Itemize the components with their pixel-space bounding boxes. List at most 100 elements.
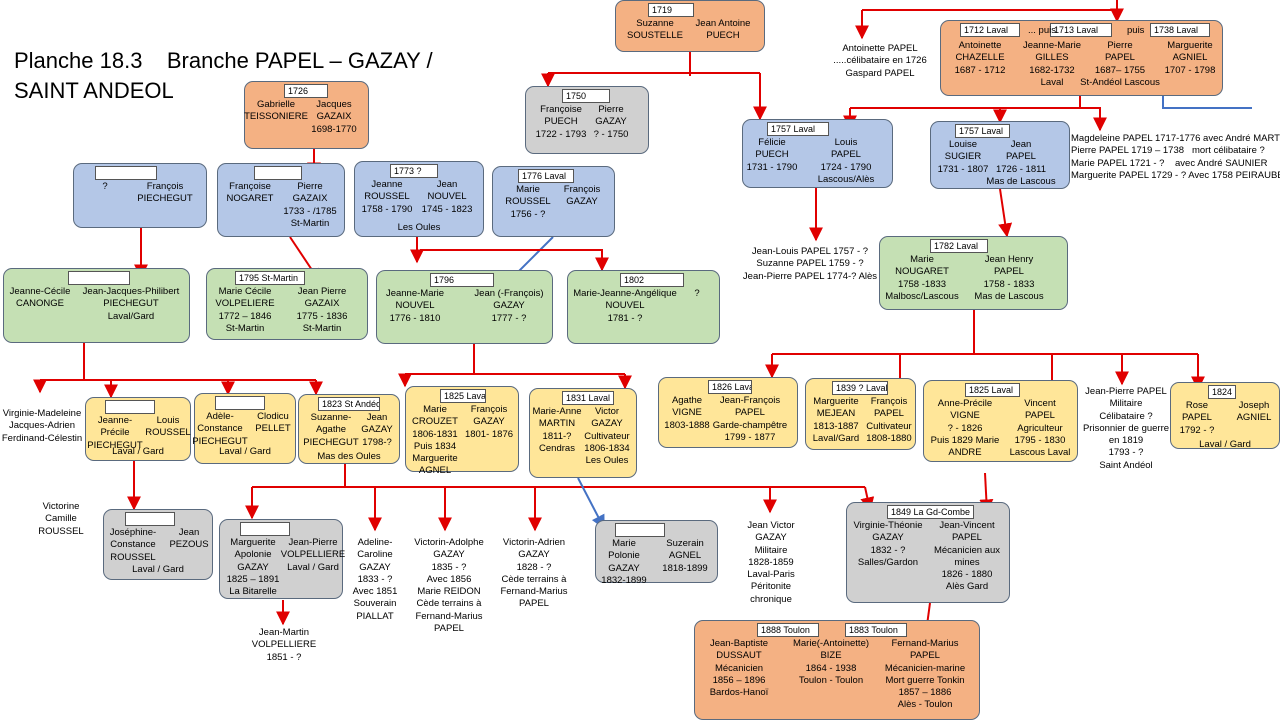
- place-label: Laval / Gard: [1199, 439, 1251, 450]
- free-text: Magdeleine PAPEL 1717-1776 avec André MA…: [1071, 133, 1280, 181]
- puis-label: puis: [1127, 25, 1145, 36]
- person-entry: Marie Polonie GAZAY 1832-1899: [601, 538, 647, 586]
- person-entry: Marie(-Antoinette) BIZE 1864 - 1938 Toul…: [792, 638, 870, 686]
- marriage-label: 1796: [430, 273, 494, 287]
- person-entry: Jean Henry PAPEL 1758 - 1833 Mas de Lasc…: [974, 254, 1044, 302]
- person-entry: François GAZAY: [563, 184, 601, 208]
- family-box: [525, 86, 649, 154]
- connector: [998, 188, 1013, 238]
- person-entry: Jeanne- Précile PIECHEGUT: [87, 415, 143, 451]
- connector: [1080, 107, 1107, 132]
- person-entry: Jean PAPEL 1726 - 1811 Mas de Lascous: [986, 139, 1056, 187]
- marriage-label: [125, 512, 175, 526]
- place-label: Mas des Oules: [317, 451, 381, 462]
- person-entry: Victor GAZAY Cultivateur 1806-1834 Les O…: [584, 406, 630, 467]
- marriage-label: 1776 Laval: [518, 169, 574, 183]
- marriage-label: 1757 Laval: [955, 124, 1010, 138]
- marriage-label: 1883 Toulon: [845, 623, 907, 637]
- place-label: Laval / Gard: [112, 446, 164, 457]
- puis-label: ... puis: [1028, 25, 1056, 36]
- marriage-label: 1802: [620, 273, 684, 287]
- person-entry: Louis PAPEL 1724 - 1790 Lascous/Alès: [817, 137, 875, 185]
- marriage-label: [105, 400, 155, 414]
- person-entry: Jean Antoine PUECH: [695, 18, 751, 42]
- free-text: Victorin-Adolphe GAZAY 1835 - ? Avec 185…: [414, 537, 484, 635]
- person-entry: Marie Cécile VOLPELIERE 1772 – 1846 St-M…: [215, 286, 275, 334]
- person-entry: Anne-Précile VIGNE ? - 1826 Puis 1829 Ma…: [930, 398, 1000, 459]
- person-entry: Pierre PAPEL 1687– 1755 St-Andéol Lascou…: [1080, 40, 1160, 88]
- person-entry: ?: [694, 288, 700, 299]
- free-text: Victorin-Adrien GAZAY 1828 - ? Cède terr…: [500, 537, 568, 610]
- free-text: Jean Victor GAZAY Militaire 1828-1859 La…: [747, 520, 795, 605]
- marriage-label: 1839 ? Laval: [832, 381, 888, 395]
- page-title: Planche 18.3 Branche PAPEL – GAZAY / SAI…: [14, 48, 433, 103]
- marriage-label: 1849 La Gd-Combe: [887, 505, 974, 519]
- person-entry: Joséphine- Constance ROUSSEL: [109, 527, 157, 563]
- person-entry: Suzanne- Agathe PIECHEGUT: [303, 412, 359, 448]
- marriage-label: 1795 St-Martin: [235, 271, 305, 285]
- marriage-label: 1826 Laval: [708, 380, 752, 394]
- person-entry: Pierre GAZAY ? - 1750: [593, 104, 629, 140]
- person-entry: Virginie-Théonie GAZAY 1832 - ? Salles/G…: [853, 520, 923, 568]
- person-entry: Marie ROUSSEL 1756 - ?: [505, 184, 551, 220]
- person-entry: Marie-Anne MARTIN 1811-? Cendras: [532, 406, 582, 454]
- free-text: Virginie-Madeleine Jacques-Adrien Ferdin…: [1, 408, 83, 444]
- person-entry: Jean-Jacques-Philibert PIECHEGUT Laval/G…: [82, 286, 180, 322]
- person-entry: Marie-Jeanne-Angélique NOUVEL 1781 - ?: [573, 288, 677, 324]
- person-entry: Marguerite Apolonie GAZAY 1825 – 1891 La…: [226, 537, 280, 598]
- person-entry: Jean Pierre GAZAIX 1775 - 1836 St-Martin: [296, 286, 348, 334]
- free-text: Antoinette PAPEL .....célibataire en 172…: [833, 43, 927, 79]
- person-entry: Jean-Vincent PAPEL Mécanicien aux mines …: [933, 520, 1000, 593]
- person-entry: Françoise PUECH 1722 - 1793: [535, 104, 587, 140]
- person-entry: Vincent PAPEL Agriculteur 1795 - 1830 La…: [1009, 398, 1071, 459]
- person-entry: Françoise NOGARET: [226, 181, 274, 205]
- free-text: Victorine Camille ROUSSEL: [38, 501, 84, 537]
- free-text: Adeline- Caroline GAZAY 1833 - ? Avec 18…: [352, 537, 398, 622]
- person-entry: Fernand-Marius PAPEL Mécanicien-marine M…: [884, 638, 966, 711]
- person-entry: Jean GAZAY 1798-?: [361, 412, 393, 448]
- connector: [1162, 96, 1252, 109]
- person-entry: Jean NOUVEL 1745 - 1823: [421, 179, 473, 215]
- person-entry: François PIECHEGUT: [137, 181, 193, 205]
- place-label: Laval / Gard: [219, 446, 271, 457]
- person-entry: Marguerite AGNIEL 1707 - 1798: [1164, 40, 1216, 76]
- marriage-label: 1825 Laval: [965, 383, 1020, 397]
- connector: [850, 96, 1081, 109]
- marriage-label: 1888 Toulon: [757, 623, 819, 637]
- free-text: Jean-Martin VOLPELLIERE 1851 - ?: [251, 627, 317, 663]
- marriage-label: [68, 271, 130, 285]
- marriage-label: 1719: [648, 3, 694, 17]
- person-entry: Pierre GAZAIX 1733 - /1785 St-Martin: [283, 181, 337, 229]
- person-entry: Gabrielle TEISSONIERE: [244, 99, 308, 123]
- marriage-label: 1825 Laval: [440, 389, 486, 403]
- marriage-label: [215, 396, 265, 410]
- family-box: [298, 394, 400, 464]
- place-label: Laval / Gard: [132, 564, 184, 575]
- marriage-label: [615, 523, 665, 537]
- person-entry: Louise SUGIER 1731 - 1807: [937, 139, 989, 175]
- marriage-label: 1782 Laval: [930, 239, 988, 253]
- person-entry: Jeanne-Marie NOUVEL 1776 - 1810: [385, 288, 445, 324]
- connector: [420, 249, 609, 272]
- person-entry: Antoinette CHAZELLE 1687 - 1712: [954, 40, 1006, 76]
- marriage-label: 1712 Laval: [960, 23, 1020, 37]
- marriage-label: 1713 Laval: [1050, 23, 1112, 37]
- person-entry: Jean-Baptiste DUSSAUT Mécanicien 1856 – …: [709, 638, 769, 699]
- person-entry: Jeanne ROUSSEL 1758 - 1790: [361, 179, 413, 215]
- marriage-label: 1726: [284, 84, 328, 98]
- marriage-label: 1750: [562, 89, 610, 103]
- person-entry: Clodicu PELLET: [255, 411, 291, 435]
- marriage-label: 1831 Laval: [562, 391, 614, 405]
- person-entry: Jean (-François) GAZAY 1777 - ?: [474, 288, 544, 324]
- person-entry: Jean PEZOUS: [169, 527, 209, 551]
- marriage-label: 1738 Laval: [1150, 23, 1210, 37]
- marriage-label: 1773 ?: [390, 164, 438, 178]
- person-entry: Rose PAPEL 1792 - ?: [1179, 400, 1215, 436]
- person-entry: Jeanne-Cécile CANONGE: [9, 286, 71, 310]
- free-text: Jean-Pierre PAPEL Militaire Célibataire …: [1082, 386, 1170, 471]
- marriage-label: 1757 Laval: [767, 122, 829, 136]
- person-entry: Marguerite MEJEAN 1813-1887 Laval/Gard: [812, 396, 860, 444]
- connector: [577, 477, 605, 530]
- family-box: [3, 268, 190, 343]
- person-entry: ?: [102, 181, 108, 192]
